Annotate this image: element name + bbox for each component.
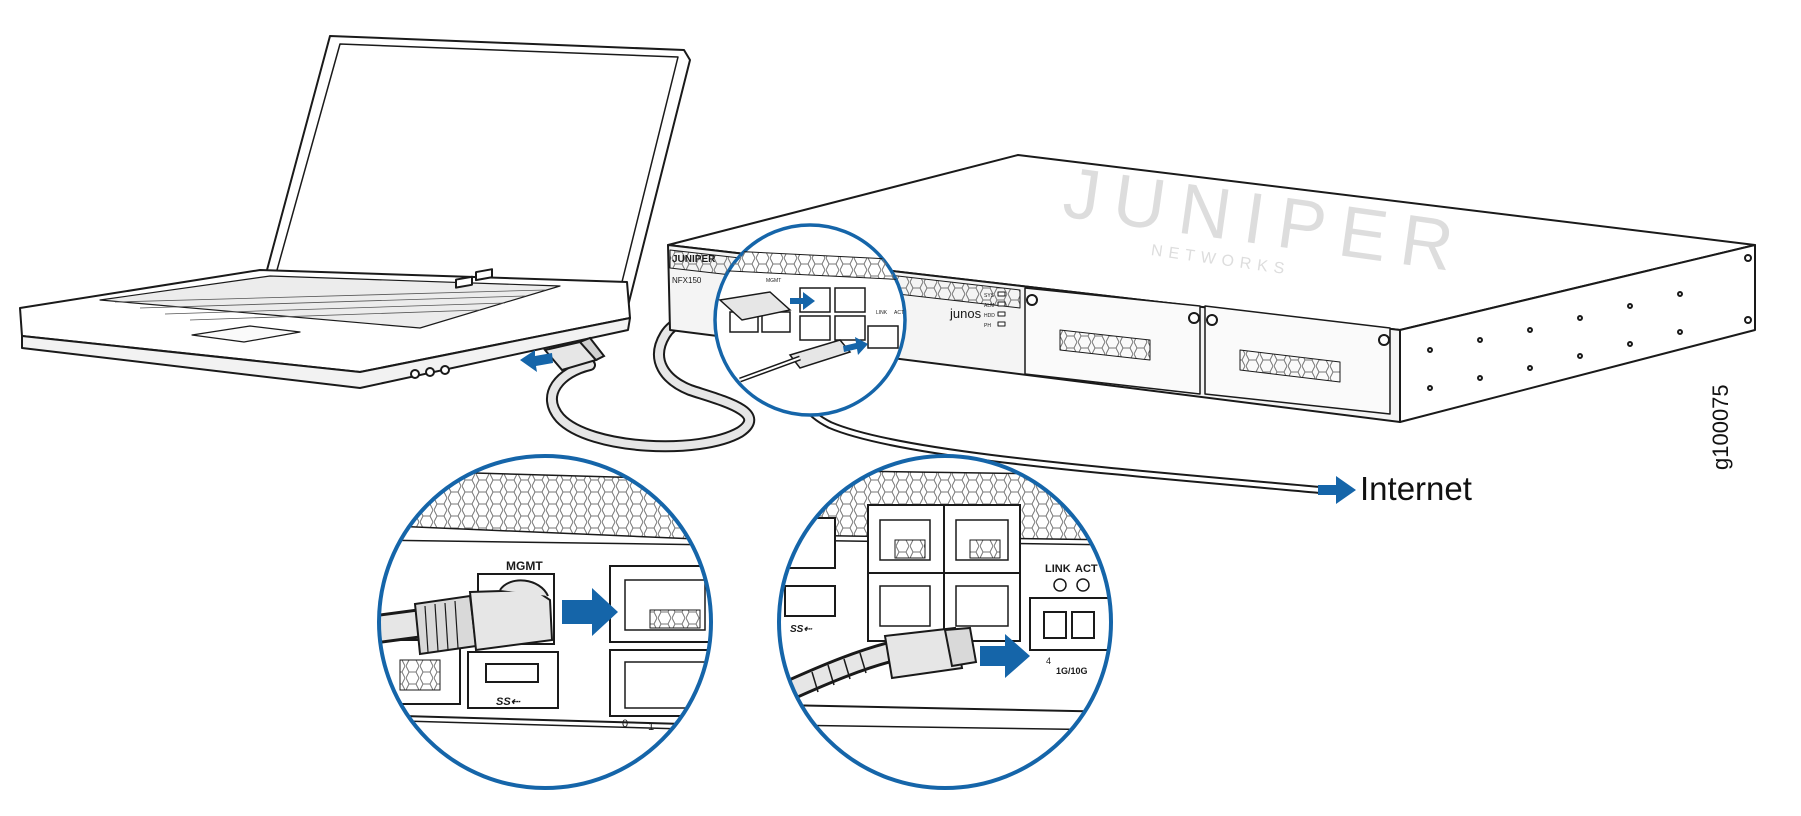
arrow-right-icon — [980, 634, 1030, 678]
port-number-0: 0 — [622, 718, 628, 730]
link-label-small: LINK — [876, 310, 888, 316]
led-label-sys: SYS — [984, 293, 995, 299]
mgmt-port-zoom: SS⇠ MGMT 0 1 — [377, 454, 713, 790]
led-label-alm: ALM — [984, 303, 994, 309]
internet-arrow-icon — [1318, 476, 1356, 504]
usb-ss-icon: SS⇠ — [790, 624, 812, 635]
sfp-speed-label: 1G/10G — [1056, 666, 1088, 676]
os-logo: junos — [949, 306, 982, 321]
device-port-magnifier: MGMT LINK ACT — [713, 223, 907, 417]
laptop-icon — [19, 35, 691, 389]
sfp-port-zoom: SS⇠ — [777, 454, 1113, 790]
arrow-right-icon — [520, 350, 553, 372]
port-number-4: 4 — [1046, 656, 1051, 666]
laptop-keyboard — [114, 289, 546, 321]
console-cable — [546, 296, 756, 453]
usb-ss-icon: SS⇠ — [496, 696, 521, 708]
link-label: LINK — [1045, 563, 1071, 575]
device-brand-front: JUNIPER — [672, 254, 716, 265]
led-label-hdd: HDD — [984, 313, 995, 319]
act-label: ACT — [1075, 563, 1098, 575]
internet-label: Internet — [1360, 470, 1472, 507]
figure-id: g100075 — [1708, 384, 1733, 470]
act-label-small: ACT — [894, 310, 904, 316]
mgmt-label: MGMT — [506, 559, 543, 573]
led-label-ph: PH — [984, 323, 991, 329]
mgmt-label-small: MGMT — [766, 278, 781, 284]
port-number-1: 1 — [648, 721, 654, 733]
console-plug — [543, 336, 606, 372]
arrow-right-icon — [843, 337, 868, 355]
device-model-label: NFX150 — [672, 276, 702, 285]
arrow-right-icon — [790, 292, 815, 310]
arrow-right-icon — [562, 588, 618, 636]
